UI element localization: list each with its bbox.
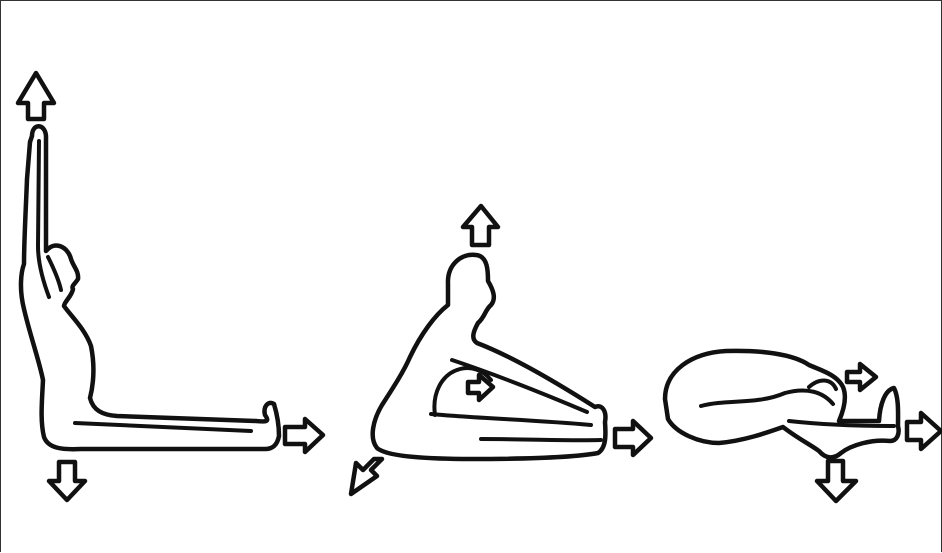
- arrow-right-icon: [615, 421, 651, 455]
- arrow-up-icon: [463, 206, 498, 245]
- arrow-down-icon: [49, 462, 85, 500]
- reaching-shin-line: [481, 439, 601, 440]
- reaching-figure-outline: [373, 255, 606, 459]
- arrow-right-icon: [847, 364, 876, 390]
- panel-upright-seated-stretch: [18, 73, 323, 500]
- arrow-right-icon: [285, 419, 323, 452]
- arrow-down-icon: [817, 461, 856, 501]
- arrow-up-icon: [18, 73, 54, 119]
- arrow-right-icon: [907, 413, 941, 449]
- panel-seated-forward-fold: [665, 351, 941, 501]
- arrow-down-left-icon: [351, 459, 382, 494]
- panel-seated-reach-forward: [351, 206, 651, 494]
